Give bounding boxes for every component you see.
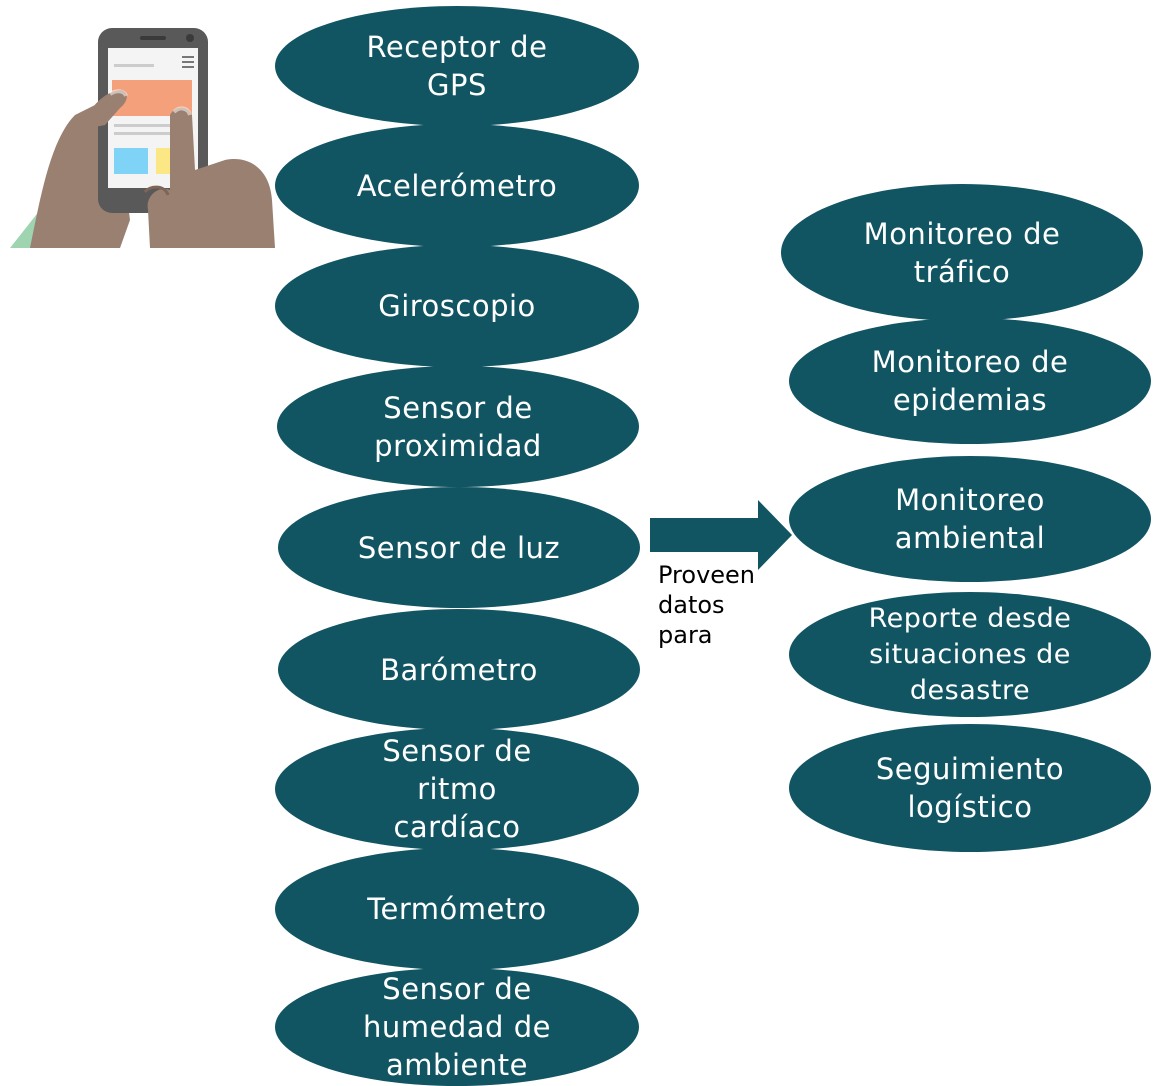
app-node-logistics: Seguimiento logístico [789, 724, 1151, 852]
node-label: Sensor de luz [357, 530, 561, 565]
node-label: Sensor de [382, 734, 532, 768]
hand-holding-smartphone-icon [10, 28, 275, 248]
app-node-disaster-reports: Reporte desde situaciones de desastre [789, 592, 1151, 717]
sensor-node-light: Sensor de luz [278, 487, 640, 608]
sensor-node-accelerometer: Acelerómetro [275, 124, 639, 247]
node-label: Reporte desde [868, 602, 1072, 634]
sensor-node-humidity: Sensor de humedad de ambiente [275, 968, 639, 1086]
arrow-caption: Proveen datos para [658, 560, 768, 650]
node-label: cardíaco [393, 810, 521, 844]
sensor-node-heart-rate: Sensor de ritmo cardíaco [275, 728, 639, 850]
node-label: humedad de [363, 1010, 551, 1044]
node-label: situaciones de [869, 638, 1071, 670]
node-label: tráfico [913, 254, 1011, 289]
node-label: Receptor de [366, 30, 548, 64]
sensor-node-gyroscope: Giroscopio [275, 245, 639, 367]
node-label: Sensor de [382, 972, 532, 1006]
node-label: epidemias [892, 383, 1048, 417]
node-label: ambiente [386, 1048, 528, 1082]
sensor-node-barometer: Barómetro [278, 609, 640, 730]
node-label: ritmo [417, 772, 497, 806]
sensor-node-gps: Receptor de GPS [275, 6, 639, 126]
right-arrow-icon [650, 500, 792, 570]
node-label: Acelerómetro [356, 168, 558, 203]
node-label: GPS [427, 68, 487, 102]
node-label: Termómetro [367, 892, 547, 926]
app-node-environmental: Monitoreo ambiental [789, 456, 1151, 582]
node-label: desastre [909, 674, 1031, 706]
node-label: ambiental [894, 521, 1046, 555]
node-label: Barómetro [380, 652, 538, 687]
app-node-epidemics: Monitoreo de epidemias [789, 318, 1151, 444]
caption-line: Proveen [658, 561, 756, 589]
node-label: Monitoreo [895, 483, 1045, 517]
sensor-node-thermometer: Termómetro [275, 848, 639, 970]
node-label: Monitoreo de [863, 216, 1061, 251]
node-label: logístico [907, 790, 1033, 824]
node-label: Sensor de [383, 390, 533, 425]
node-label: Seguimiento [875, 752, 1065, 786]
node-label: Monitoreo de [871, 345, 1069, 379]
caption-line: datos [658, 591, 725, 619]
node-label: Giroscopio [378, 289, 536, 323]
node-label: proximidad [374, 428, 542, 463]
caption-line: para [658, 621, 713, 649]
